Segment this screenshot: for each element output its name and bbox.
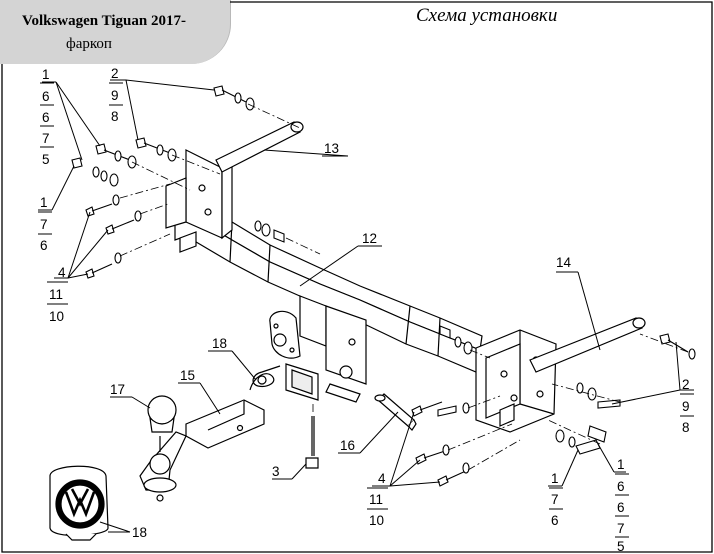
callout-10: 10 xyxy=(49,309,64,324)
callout-9: 9 xyxy=(111,88,119,103)
callout-18-cap: 18 xyxy=(132,525,147,540)
callout-1: 1 xyxy=(40,195,48,210)
callout-2: 2 xyxy=(111,66,119,81)
callout-right-b: 1 7 6 xyxy=(549,471,563,528)
leader-lines xyxy=(38,79,694,533)
callout-6b: 6 xyxy=(42,110,50,125)
callout-11: 11 xyxy=(49,287,63,302)
callout-16: 16 xyxy=(340,438,355,453)
callout-6b: 6 xyxy=(617,500,625,515)
callout-1: 1 xyxy=(42,67,50,82)
callout-14: 14 xyxy=(556,255,572,270)
callout-8: 8 xyxy=(682,420,690,435)
fasteners xyxy=(71,85,696,487)
vehicle-title: Volkswagen Tiguan 2017- xyxy=(22,13,186,29)
callout-1: 1 xyxy=(551,471,559,486)
callout-right-c: 1 6 6 7 5 xyxy=(615,457,629,554)
callout-9: 9 xyxy=(682,399,690,414)
callout-5: 5 xyxy=(617,539,625,554)
left-bracket xyxy=(165,149,233,253)
callout-6a: 6 xyxy=(617,479,625,494)
title-tab: Volkswagen Tiguan 2017- фаркоп xyxy=(0,0,231,64)
callout-12: 12 xyxy=(362,231,377,246)
callout-4: 4 xyxy=(58,265,66,280)
callout-left-low: 4 11 10 xyxy=(47,265,68,324)
right-arm-14 xyxy=(529,317,646,373)
callout-13: 13 xyxy=(324,141,339,156)
callout-8: 8 xyxy=(111,109,119,124)
callout-18-clip: 18 xyxy=(212,336,227,351)
bolt-3 xyxy=(305,416,319,469)
callout-7: 7 xyxy=(42,131,50,146)
pin-16 xyxy=(374,393,417,431)
callout-1: 1 xyxy=(617,457,625,472)
callout-top-left: 1 6 6 7 5 xyxy=(40,67,54,167)
product-subtitle: фаркоп xyxy=(66,36,112,52)
callout-5: 5 xyxy=(42,152,50,167)
callout-bottom: 4 11 10 xyxy=(367,471,388,528)
callout-6: 6 xyxy=(40,238,48,253)
callout-left-mid: 1 7 6 xyxy=(38,195,52,253)
right-bracket xyxy=(475,329,557,433)
callout-6: 6 xyxy=(551,513,559,528)
callout-4: 4 xyxy=(378,471,386,486)
callout-11: 11 xyxy=(369,492,383,507)
left-arm-13 xyxy=(215,121,304,173)
callout-7: 7 xyxy=(551,492,559,507)
receiver-assembly xyxy=(269,295,367,403)
ball-mount-15 xyxy=(139,399,265,493)
callout-3: 3 xyxy=(272,464,280,479)
callout-7: 7 xyxy=(40,217,48,232)
page-heading: Схема установки xyxy=(416,5,558,26)
tow-ball-17 xyxy=(147,395,177,502)
center-lines xyxy=(119,103,689,471)
callout-top: 2 9 8 xyxy=(109,66,123,124)
callout-right-a: 2 9 8 xyxy=(680,377,694,435)
callout-15: 15 xyxy=(180,368,195,383)
callout-17: 17 xyxy=(110,382,125,397)
callout-2: 2 xyxy=(682,377,690,392)
vw-cap-18 xyxy=(49,465,109,541)
callout-10: 10 xyxy=(369,513,384,528)
callout-7: 7 xyxy=(617,521,625,536)
callout-6a: 6 xyxy=(42,89,50,104)
